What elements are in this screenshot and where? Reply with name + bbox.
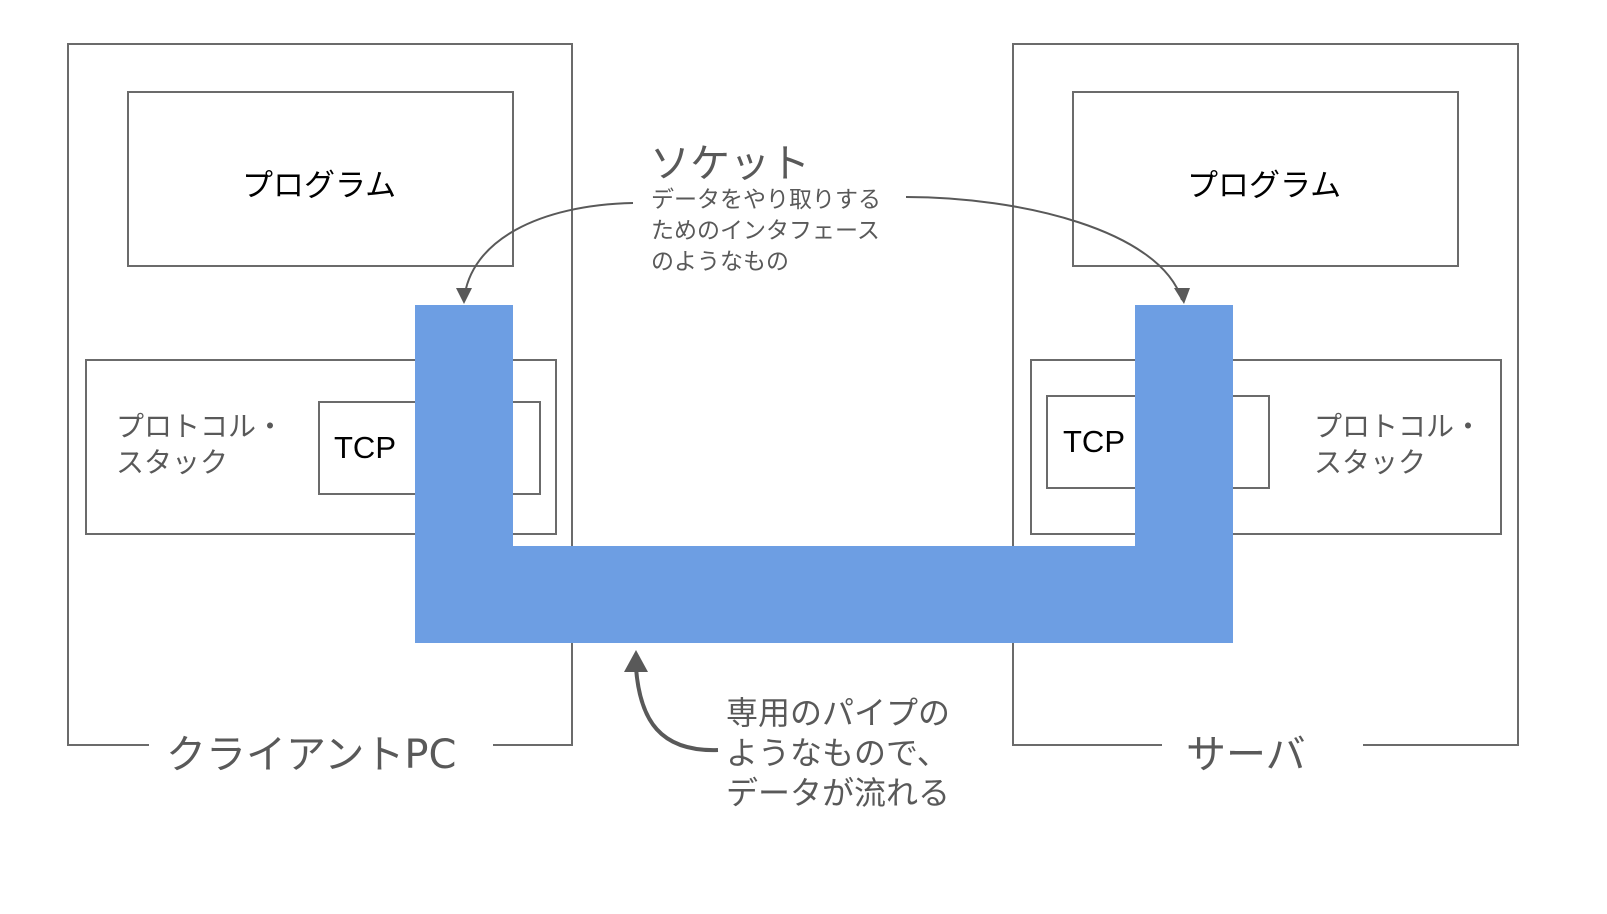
pipe-arrow-head-icon (624, 650, 648, 672)
client-stack-label-line1: プロトコル・ (116, 410, 285, 443)
pipe-note-line2: ようなもので、 (726, 734, 949, 772)
server-protocol-stack-box (1030, 359, 1502, 535)
data-pipe-horizontal (415, 546, 1233, 643)
socket-arrow-server-head-icon (1174, 288, 1190, 304)
server-stack-label-line1: プロトコル・ (1314, 410, 1483, 443)
pipe-note-line3: データが流れる (726, 774, 951, 812)
client-program-box (127, 91, 514, 267)
pipe-arrow-icon (634, 667, 719, 753)
client-protocol-stack-box (85, 359, 557, 535)
socket-note-line2: ためのインタフェース (651, 218, 880, 244)
client-tcp-label: TCP (334, 430, 396, 465)
server-stack-label-line2: スタック (1314, 446, 1427, 479)
socket-arrow-server-icon (905, 196, 1183, 301)
server-program-label: プログラム (1187, 168, 1342, 204)
client-stack-label-line2: スタック (116, 446, 229, 479)
socket-arrow-client-icon (463, 202, 634, 301)
server-tcp-label: TCP (1063, 424, 1125, 459)
client-pc-frame (67, 43, 573, 746)
socket-arrow-client-head-icon (456, 288, 472, 304)
server-program-box (1072, 91, 1459, 267)
server-title: サーバ (1186, 732, 1306, 778)
server-frame (1012, 43, 1519, 746)
socket-note-line1: データをやり取りする (651, 187, 881, 213)
client-program-label: プログラム (242, 168, 397, 204)
socket-note-line3: のようなもの (651, 249, 789, 275)
client-pc-title: クライアントPC (166, 732, 457, 778)
pipe-note-line1: 専用のパイプの (726, 694, 951, 732)
socket-note-title: ソケット (650, 141, 810, 187)
